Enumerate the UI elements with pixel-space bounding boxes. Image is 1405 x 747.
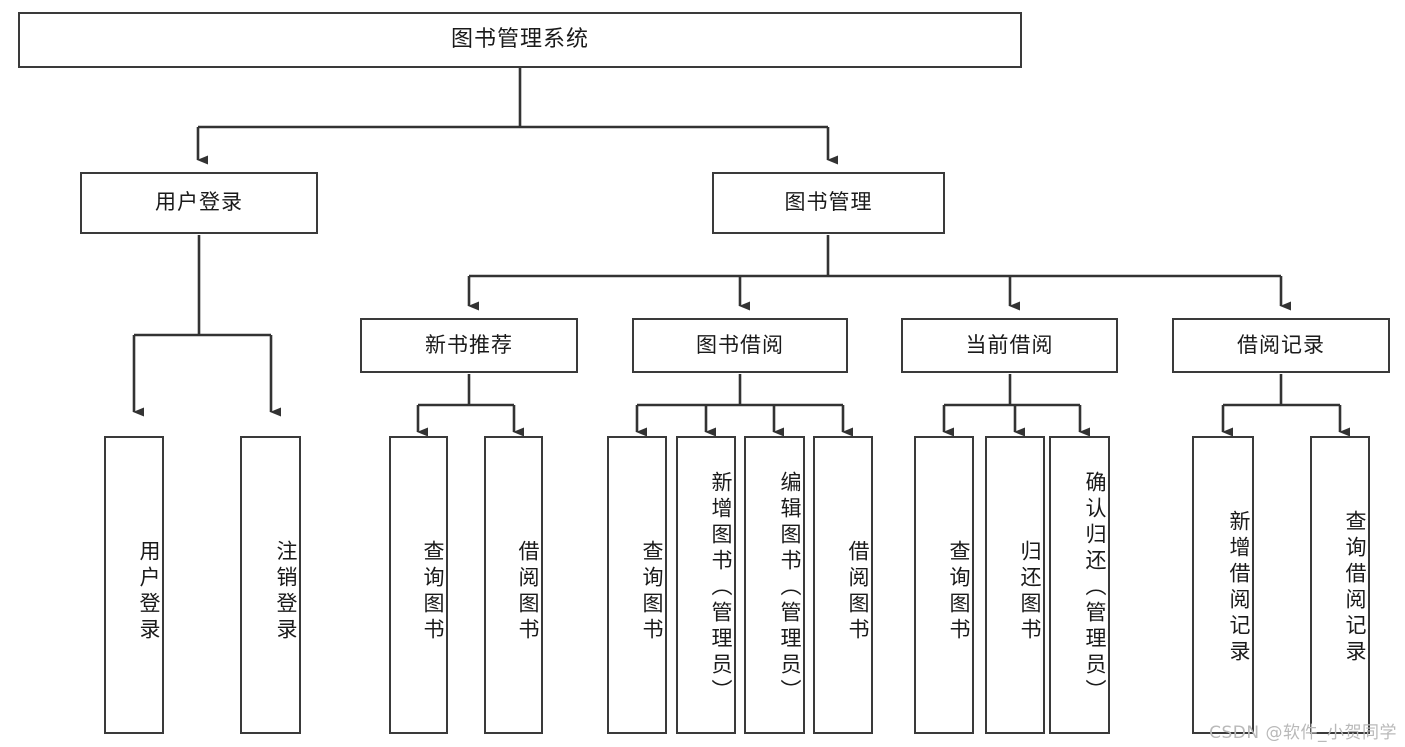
node-label: 图书借阅 [696, 332, 784, 357]
leaf-recommend-borrow-book[interactable]: 借阅图书 [484, 436, 543, 734]
node-book-management[interactable]: 图书管理 [712, 172, 945, 234]
node-label: 编辑图书（管理员） [778, 471, 802, 705]
node-label: 借阅图书 [516, 540, 540, 644]
node-label: 查询借阅记录 [1343, 510, 1367, 666]
leaf-record-query-record[interactable]: 查询借阅记录 [1310, 436, 1370, 734]
node-label: 确认归还（管理员） [1083, 471, 1107, 705]
node-label: 借阅记录 [1237, 332, 1325, 357]
node-borrow-record[interactable]: 借阅记录 [1172, 318, 1390, 373]
node-label: 查询图书 [640, 540, 664, 644]
watermark-text: CSDN @软件_小贺同学 [1209, 723, 1397, 743]
node-label: 图书管理 [784, 190, 873, 215]
leaf-current-confirm-return-admin[interactable]: 确认归还（管理员） [1049, 436, 1110, 734]
node-label: 用户登录 [155, 190, 243, 215]
node-label: 新增图书（管理员） [709, 471, 733, 705]
node-label: 借阅图书 [846, 540, 870, 644]
node-new-book-recommend[interactable]: 新书推荐 [360, 318, 578, 373]
node-label: 注销登录 [274, 540, 298, 644]
node-label: 归还图书 [1018, 540, 1042, 644]
node-current-borrow[interactable]: 当前借阅 [901, 318, 1118, 373]
node-label: 新增借阅记录 [1227, 510, 1251, 666]
node-label: 查询图书 [947, 540, 971, 644]
leaf-current-query-book[interactable]: 查询图书 [914, 436, 974, 734]
leaf-record-add-record[interactable]: 新增借阅记录 [1192, 436, 1254, 734]
node-label: 图书管理系统 [450, 26, 589, 52]
node-label: 当前借阅 [965, 332, 1054, 357]
leaf-borrow-edit-book-admin[interactable]: 编辑图书（管理员） [744, 436, 805, 734]
leaf-borrow-query-book[interactable]: 查询图书 [607, 436, 667, 734]
node-user-login[interactable]: 用户登录 [80, 172, 318, 234]
node-label: 用户登录 [137, 540, 161, 644]
leaf-recommend-query-book[interactable]: 查询图书 [389, 436, 448, 734]
leaf-borrow-borrow-book[interactable]: 借阅图书 [813, 436, 873, 734]
leaf-current-return-book[interactable]: 归还图书 [985, 436, 1045, 734]
leaf-user-login-login[interactable]: 用户登录 [104, 436, 164, 734]
leaf-borrow-add-book-admin[interactable]: 新增图书（管理员） [676, 436, 736, 734]
node-root-book-management-system[interactable]: 图书管理系统 [18, 12, 1022, 68]
node-book-borrow[interactable]: 图书借阅 [632, 318, 848, 373]
leaf-user-login-logout[interactable]: 注销登录 [240, 436, 301, 734]
node-label: 新书推荐 [425, 332, 513, 357]
node-label: 查询图书 [421, 540, 445, 644]
